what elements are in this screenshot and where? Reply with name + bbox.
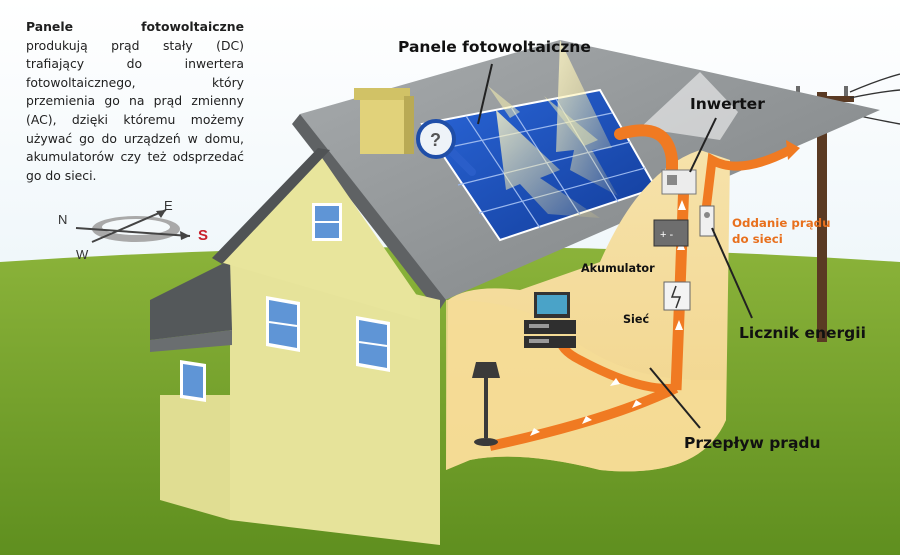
label-current-flow: Przepływ prądu — [684, 434, 821, 452]
inverter-device — [661, 169, 697, 195]
label-grid: Sieć — [623, 313, 650, 326]
roof-edge — [292, 114, 446, 312]
label-grid-export: Oddanie prądu do sieci — [732, 215, 831, 247]
compass — [75, 209, 191, 243]
svg-text:?: ? — [430, 130, 441, 150]
label-energy-meter: Licznik energii — [739, 324, 866, 342]
svg-text:+ -: + - — [660, 229, 673, 241]
flow-export-arrowhead — [786, 140, 800, 160]
magnifier-icon: ? — [416, 119, 476, 176]
grid-switch-device — [663, 281, 691, 311]
label-battery: Akumulator — [581, 262, 655, 275]
description-text: produkują prąd stały (DC) trafiający do … — [26, 37, 244, 183]
window-top — [312, 203, 342, 241]
sunlight-arrows — [488, 40, 618, 218]
description-bold: Panele fotowoltaiczne — [26, 19, 244, 34]
annex-wall — [160, 395, 230, 520]
compass-e: E — [164, 198, 173, 213]
floor-lamp — [472, 362, 500, 446]
window-annex — [180, 360, 206, 402]
tv-set — [524, 292, 576, 348]
label-inverter: Inwerter — [690, 95, 765, 113]
battery-device: + - — [653, 219, 689, 247]
label-grid-export-line2: do sieci — [732, 232, 783, 246]
leader-lines — [477, 63, 753, 429]
flow-dc-pipe — [614, 124, 678, 184]
flow-to-lamp — [488, 383, 679, 451]
compass-s: S — [198, 227, 209, 244]
compass-n: N — [58, 212, 68, 227]
interior-floor — [446, 300, 726, 472]
window-left — [266, 296, 300, 352]
energy-meter-device — [699, 205, 715, 237]
chimney — [354, 88, 414, 154]
window-right — [356, 316, 390, 372]
annex-roof-edge — [150, 330, 232, 352]
flow-export — [701, 146, 793, 211]
annex-roof — [150, 260, 232, 340]
label-panels: Panele fotowoltaiczne — [398, 38, 591, 56]
description-paragraph: Panele fotowoltaiczne produkują prąd sta… — [26, 18, 244, 185]
gable-trim — [212, 148, 330, 264]
compass-w: W — [76, 247, 89, 262]
label-grid-export-line1: Oddanie prądu — [732, 216, 831, 230]
